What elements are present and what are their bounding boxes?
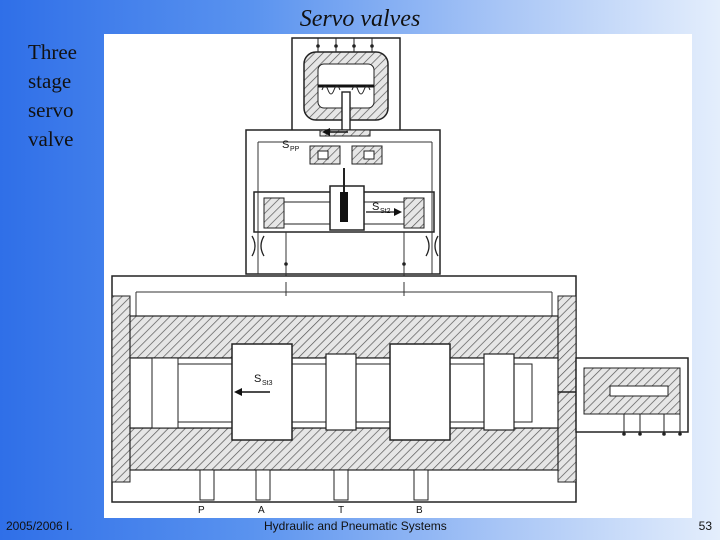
spp-sub-label: PP xyxy=(290,146,300,153)
side-caption-line: servo xyxy=(28,98,74,122)
sst3-sub-label: St3 xyxy=(262,380,273,387)
footer-date: 2005/2006 I. xyxy=(6,519,73,533)
main-stage: S St3 P A T B xyxy=(111,275,577,516)
footer-course-title: Hydraulic and Pneumatic Systems xyxy=(264,519,447,533)
side-caption-line: Three xyxy=(28,40,77,64)
sst2-sub-label: St2 xyxy=(380,208,391,215)
port-p-label: P xyxy=(198,505,205,516)
sst3-label: S xyxy=(254,373,261,385)
torque-motor xyxy=(291,37,401,169)
port-a-label: A xyxy=(258,505,265,516)
port-t-label: T xyxy=(338,505,344,516)
servo-valve-diagram: S PP S St2 xyxy=(111,37,689,516)
port-b-label: B xyxy=(416,505,423,516)
spp-label: S xyxy=(282,139,289,151)
side-caption: Three stage servo valve xyxy=(28,38,77,154)
pilot-stage: S PP S St2 xyxy=(245,128,441,282)
page-number: 53 xyxy=(698,519,712,533)
slide-title: Servo valves xyxy=(299,6,421,32)
side-caption-line: stage xyxy=(28,69,72,93)
side-caption-line: valve xyxy=(28,127,74,151)
servo-valve-figure: S PP S St2 xyxy=(104,34,692,518)
position-transducer xyxy=(558,357,689,436)
sst2-label: S xyxy=(372,201,379,213)
